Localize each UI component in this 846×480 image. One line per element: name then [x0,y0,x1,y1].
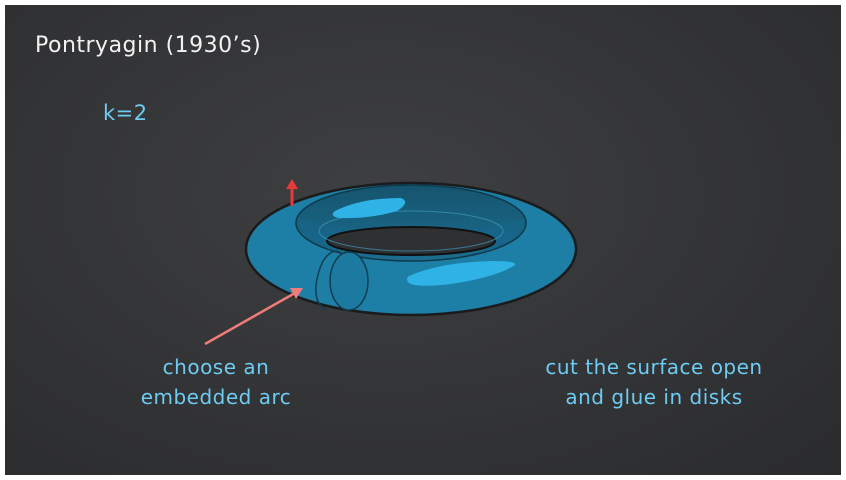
caption-left-line-1: choose an [162,355,270,379]
caption-choose-arc: choose an embedded arc [121,352,311,412]
cut-disk [329,251,369,311]
torus-hole [326,226,496,256]
highlight-top [332,198,406,219]
torus-inner-lip [318,210,504,252]
torus-diagram [204,179,578,346]
pointer-arrow-icon [204,288,303,346]
slide: Pontryagin (1930’s) k=2 [5,5,841,475]
normal-vector-arrow-icon [286,179,298,206]
cut-cylinder [315,250,340,310]
slide-title: Pontryagin (1930’s) [35,33,262,58]
caption-right-line-2: and glue in disks [565,385,743,409]
k-label: k=2 [103,101,148,125]
caption-left-line-2: embedded arc [140,385,292,409]
caption-cut-surface: cut the surface open and glue in disks [489,352,819,412]
caption-right-line-1: cut the surface open [545,355,763,379]
highlight-front [407,261,516,286]
